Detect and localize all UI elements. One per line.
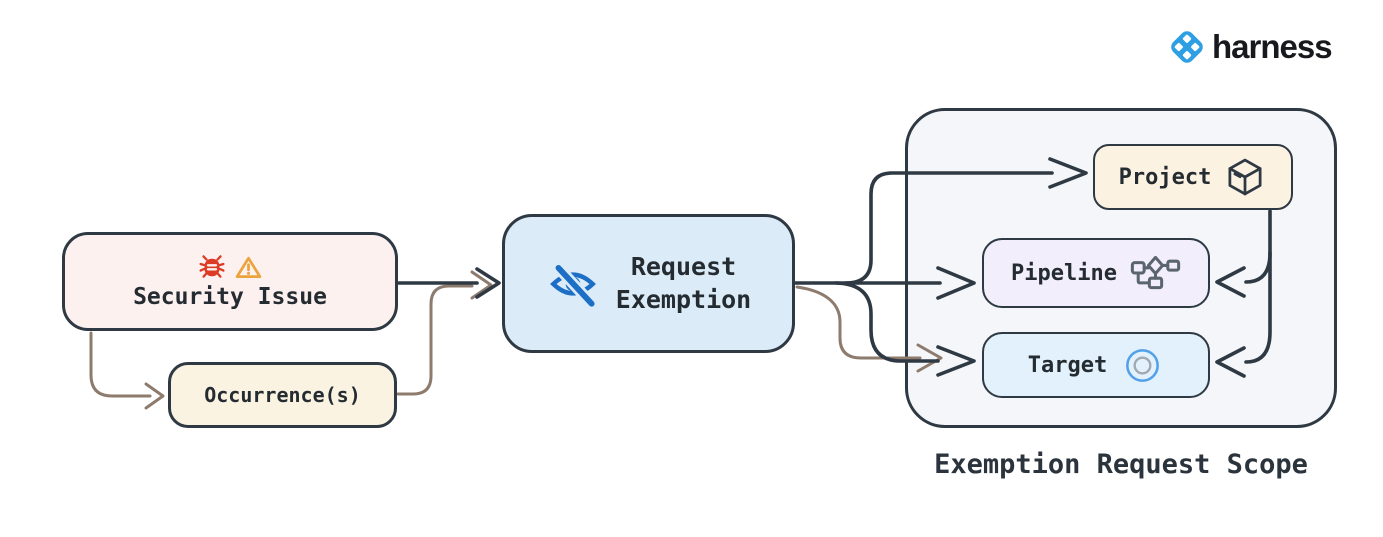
target-label: Target [1027, 352, 1108, 378]
pipeline-label: Pipeline [1011, 260, 1117, 286]
request-exemption-node: Request Exemption [502, 214, 795, 353]
harness-logo: harness [1167, 27, 1333, 67]
security-issue-label: Security Issue [133, 284, 327, 310]
project-label: Project [1118, 164, 1212, 190]
pipeline-flowchart-icon [1130, 255, 1181, 290]
arrow-occurrences-to-exemption [396, 284, 474, 396]
arrow-occurrence-to-target [795, 285, 922, 360]
occurrences-label: Occurrence(s) [204, 383, 361, 407]
occurrences-node: Occurrence(s) [168, 362, 397, 428]
security-issue-node: Security Issue [62, 232, 398, 331]
scope-title: Exemption Request Scope [934, 449, 1308, 480]
target-icon [1126, 348, 1160, 382]
security-issue-icons [198, 253, 262, 281]
bug-icon [199, 255, 225, 278]
warning-icon [235, 256, 262, 278]
eye-off-icon [549, 261, 598, 309]
cube-icon [1228, 158, 1262, 196]
pipeline-node: Pipeline [982, 238, 1210, 308]
request-exemption-label: Request Exemption [615, 252, 752, 314]
arrow-security-to-occurrences [89, 331, 152, 398]
brand-name: harness [1212, 28, 1333, 65]
project-node: Project [1093, 144, 1293, 210]
target-node: Target [982, 332, 1210, 398]
harness-logo-icon [1171, 31, 1203, 63]
